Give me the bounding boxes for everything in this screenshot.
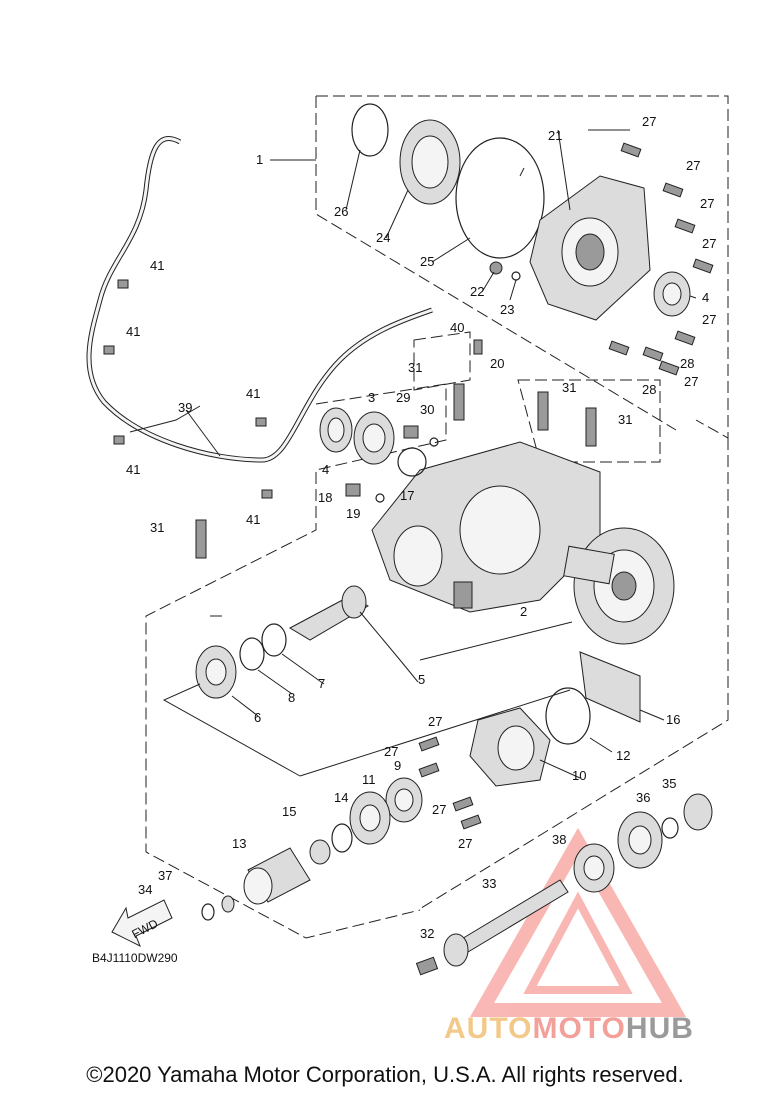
- callout-26: 26: [334, 204, 348, 219]
- callout-15: 15: [282, 804, 296, 819]
- callout-41: 41: [246, 512, 260, 527]
- case-small-parts: [195, 339, 597, 559]
- callout-24: 24: [376, 230, 390, 245]
- breather-hose: [86, 136, 433, 499]
- callout-31: 31: [618, 412, 632, 427]
- callout-5: 5: [418, 672, 425, 687]
- callout-1: 1: [256, 152, 263, 167]
- callout-3: 3: [368, 390, 375, 405]
- callout-38: 38: [552, 832, 566, 847]
- callout-32: 32: [420, 926, 434, 941]
- callout-31: 31: [150, 520, 164, 535]
- hose-clip-icon: [117, 279, 129, 289]
- callout-10: 10: [572, 768, 586, 783]
- callout-22: 22: [470, 284, 484, 299]
- watermark-part-3: HUB: [625, 1012, 694, 1045]
- callout-29: 29: [396, 390, 410, 405]
- assembly-outlines: [145, 95, 729, 939]
- watermark-part-2: MOTO: [532, 1012, 626, 1045]
- callout-41: 41: [126, 462, 140, 477]
- callout-11: 11: [362, 772, 376, 787]
- callout-34: 34: [138, 882, 152, 897]
- callout-31: 31: [562, 380, 576, 395]
- callout-16: 16: [666, 712, 680, 727]
- callout-14: 14: [334, 790, 348, 805]
- callout-27: 27: [642, 114, 656, 129]
- diagram-code: B4J1110DW290: [92, 951, 178, 965]
- callout-27: 27: [700, 196, 714, 211]
- callout-27: 27: [428, 714, 442, 729]
- callout-37: 37: [158, 868, 172, 883]
- callout-17: 17: [400, 488, 414, 503]
- forward-arrow-icon: FWD: [111, 899, 173, 948]
- callout-35: 35: [662, 776, 676, 791]
- main-case: [288, 441, 675, 645]
- callout-20: 20: [490, 356, 504, 371]
- callout-27: 27: [384, 744, 398, 759]
- callout-13: 13: [232, 836, 246, 851]
- callout-28: 28: [680, 356, 694, 371]
- callout-27: 27: [702, 312, 716, 327]
- callout-36: 36: [636, 790, 650, 805]
- callout-33: 33: [482, 876, 496, 891]
- callout-27: 27: [684, 374, 698, 389]
- callout-23: 23: [500, 302, 514, 317]
- hose-clip-icon: [103, 345, 115, 355]
- callout-25: 25: [420, 254, 434, 269]
- callout-6: 6: [254, 710, 261, 725]
- hose-clip-icon: [255, 417, 267, 427]
- callout-21: 21: [548, 128, 562, 143]
- callout-4: 4: [702, 290, 709, 305]
- callout-27: 27: [702, 236, 716, 251]
- callout-27: 27: [458, 836, 472, 851]
- callout-12: 12: [616, 748, 630, 763]
- callout-7: 7: [318, 676, 325, 691]
- watermark-part-1: AUTO: [444, 1012, 533, 1045]
- callout-labels: 1 2 3 4 4 5 6 7 8 9 10 11 12 13 14 15 16…: [126, 114, 716, 941]
- callout-9: 9: [394, 758, 401, 773]
- callout-2: 2: [520, 604, 527, 619]
- callout-40: 40: [450, 320, 464, 335]
- watermark-wordmark: AUTOMOTOHUB: [444, 1012, 694, 1046]
- callout-27: 27: [432, 802, 446, 817]
- callout-28: 28: [642, 382, 656, 397]
- callout-19: 19: [346, 506, 360, 521]
- callout-18: 18: [318, 490, 332, 505]
- callout-39: 39: [178, 400, 192, 415]
- watermark-logo: [469, 827, 687, 1017]
- copyright-notice: ©2020 Yamaha Motor Corporation, U.S.A. A…: [86, 1062, 684, 1087]
- callout-30: 30: [420, 402, 434, 417]
- callout-4: 4: [322, 462, 329, 477]
- callout-41: 41: [126, 324, 140, 339]
- callout-41: 41: [150, 258, 164, 273]
- leader-lines: [129, 129, 697, 779]
- callout-31: 31: [408, 360, 422, 375]
- hose-clip-icon: [261, 489, 273, 499]
- callout-27: 27: [686, 158, 700, 173]
- cover-group: [351, 103, 691, 321]
- callout-8: 8: [288, 690, 295, 705]
- callout-41: 41: [246, 386, 260, 401]
- hose-clip-icon: [113, 435, 125, 445]
- cover-bolts: [489, 142, 714, 376]
- lower-parts: [195, 623, 713, 976]
